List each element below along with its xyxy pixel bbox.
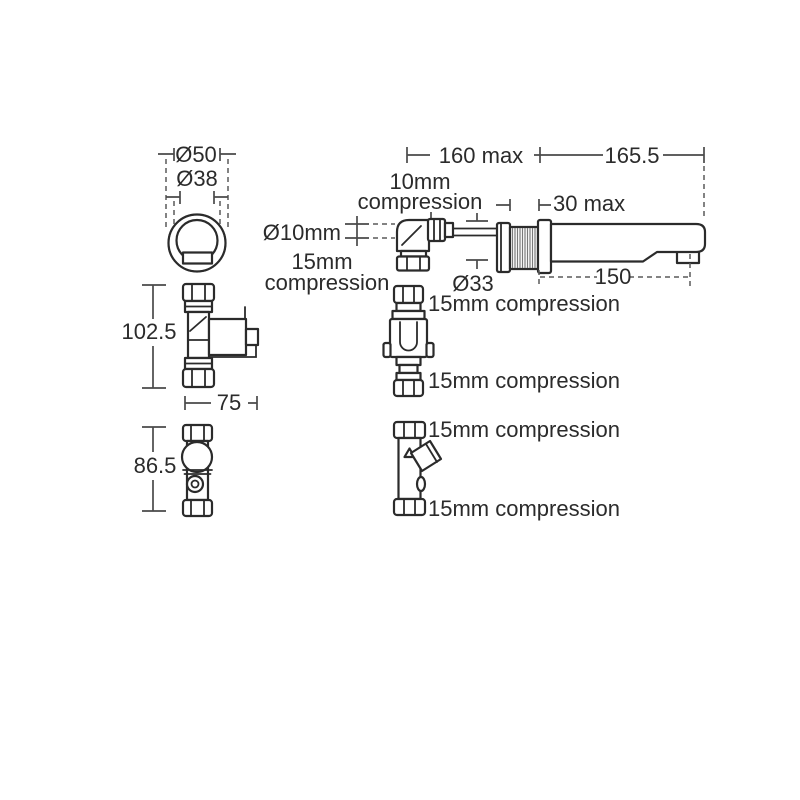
- isolator-height-dimension: 86.5: [134, 426, 177, 512]
- inlet-label-line1: 10mm: [389, 169, 450, 194]
- hole-diameter-label: Ø33: [452, 271, 494, 296]
- check-valve-bottom-label: 15mm compression: [428, 368, 620, 393]
- pipe-diameter-dimension: Ø10mm: [263, 216, 395, 246]
- solenoid-width-dimension: 75: [184, 390, 258, 415]
- escutcheon-inner-dia-label: Ø38: [176, 166, 218, 191]
- hole-diameter-dimension: Ø33: [452, 213, 494, 296]
- strainer-bottom-label: 15mm compression: [428, 496, 620, 521]
- spout-length-dimension: 150: [538, 254, 691, 289]
- solenoid-valve-drawing: [181, 282, 260, 389]
- escutcheon-outer-dia-label: Ø50: [175, 142, 217, 167]
- check-valve-drawing: [382, 284, 435, 398]
- spout-length-label: 150: [595, 264, 632, 289]
- spout-body-length-label: 165.5: [604, 143, 659, 168]
- elbow-label-line1: 15mm: [291, 249, 352, 274]
- spout-projection-label: 160 max: [439, 143, 523, 168]
- solenoid-height-dimension: 102.5: [121, 284, 177, 389]
- pipe-diameter-label: Ø10mm: [263, 220, 341, 245]
- elbow-fitting-drawing: [395, 217, 498, 272]
- elbow-compression-label: 15mm compression: [265, 249, 390, 295]
- spout-drawing: [549, 222, 707, 265]
- strainer-top-label: 15mm compression: [428, 417, 620, 442]
- solenoid-width-label: 75: [217, 390, 241, 415]
- wall-barrel-drawing: [495, 218, 553, 275]
- spout-top-dimensions: 160 max 165.5: [406, 143, 705, 219]
- solenoid-height-label: 102.5: [121, 319, 176, 344]
- inlet-label-line2: compression: [358, 189, 483, 214]
- isolator-height-label: 86.5: [134, 453, 177, 478]
- inlet-compression-label: 10mm compression: [358, 169, 483, 219]
- wall-depth-dimension: 30 max: [496, 191, 625, 216]
- isolating-valve-drawing: [180, 423, 214, 518]
- elbow-label-line2: compression: [265, 270, 390, 295]
- strainer-drawing: [392, 420, 443, 517]
- escutcheon-ring-drawing: [167, 213, 227, 273]
- wall-depth-label: 30 max: [553, 191, 625, 216]
- check-valve-top-label: 15mm compression: [428, 291, 620, 316]
